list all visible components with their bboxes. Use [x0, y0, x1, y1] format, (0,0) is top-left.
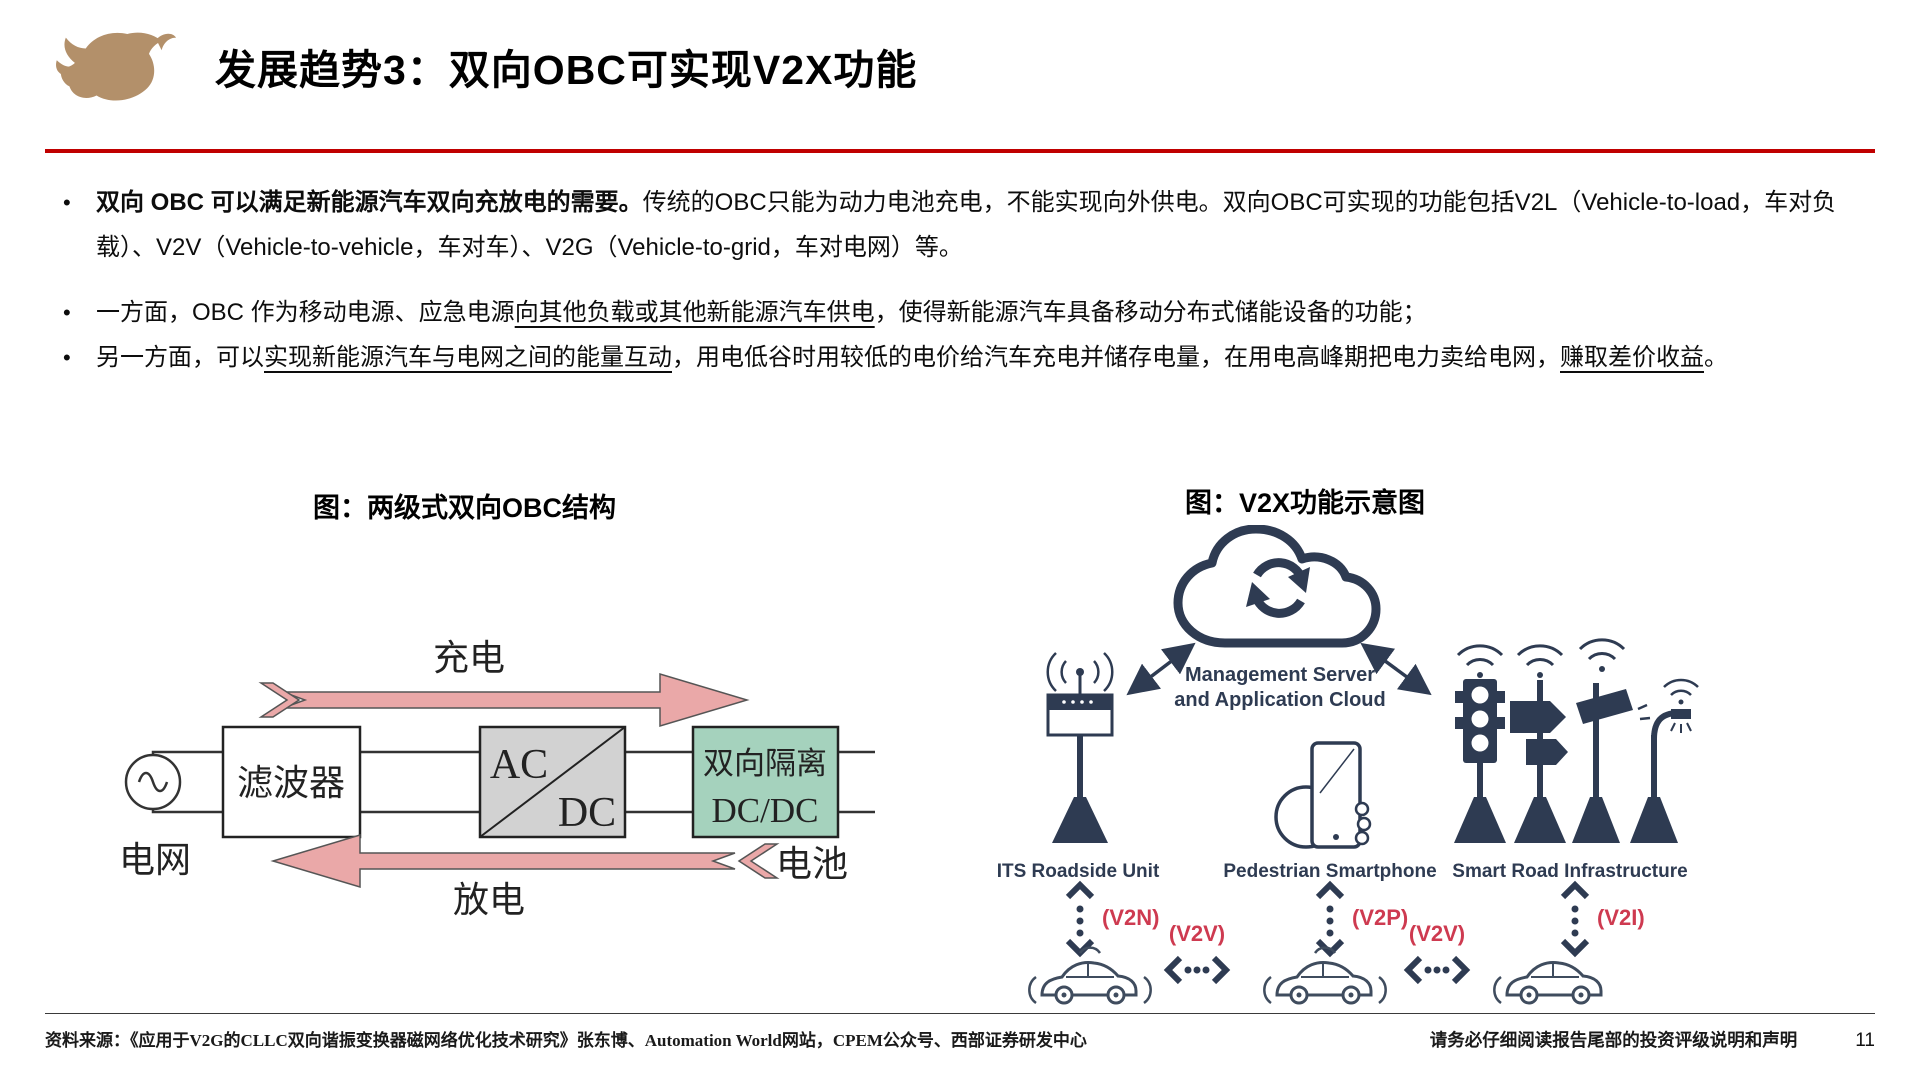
bullet-1-bold-text: 双向 OBC 可以满足新能源汽车双向充放电的需要。 [96, 189, 643, 216]
discharge-arrow [270, 833, 780, 889]
dcdc-label-line1: 双向隔离 [703, 746, 827, 781]
roadside-unit-icon [1046, 652, 1114, 843]
grid-label: 电网 [119, 840, 191, 880]
bullet-3-text-mid: ，用电低谷时用较低的电价给汽车充电并储存电量，在用电高峰期把电力卖给电网， [672, 344, 1560, 371]
filter-label: 滤波器 [237, 763, 345, 803]
v2v-label-1: (V2V) [1169, 921, 1225, 946]
v2n-label: (V2N) [1102, 905, 1159, 930]
bullet-2-underlined-text: 向其他负载或其他新能源汽车供电 [514, 299, 875, 326]
infrastructure-label: Smart Road Infrastructure [1452, 861, 1687, 882]
charge-arrow [258, 672, 750, 728]
dcdc-label-line2: DC/DC [712, 791, 819, 830]
page-title: 发展趋势3：双向OBC可实现V2X功能 [215, 47, 918, 93]
cctv-camera-icon [1572, 638, 1651, 843]
smartphone-icon [1274, 741, 1372, 849]
bullet-item: • 一方面，OBC 作为移动电源、应急电源向其他负载或其他新能源汽车供电，使得新… [60, 290, 1885, 335]
figure-caption-left: 图：两级式双向OBC结构 [313, 493, 616, 523]
footer-divider [45, 1013, 1875, 1014]
bullet-3-text: 另一方面，可以 [96, 344, 264, 371]
cloud-link-arrow-left [1126, 642, 1196, 696]
bullet-3-underlined-text-2: 赚取差价收益 [1560, 344, 1704, 371]
v2v-arrow-2 [1403, 955, 1471, 985]
v2n-arrow [1065, 880, 1095, 958]
car-icon [1028, 946, 1152, 1005]
dcdc-converter-box: 双向隔离 DC/DC [691, 725, 840, 839]
roadside-unit-label: ITS Roadside Unit [997, 861, 1160, 882]
obc-structure-figure: 充电 滤波器 AC [115, 612, 875, 957]
dc-label: DC [558, 790, 616, 836]
smartphone-label: Pedestrian Smartphone [1223, 861, 1436, 882]
ac-label: AC [490, 742, 548, 788]
bullet-marker: • [63, 345, 71, 370]
ac-source-icon [124, 753, 182, 811]
title-divider [45, 149, 1875, 153]
v2i-arrow [1560, 880, 1590, 958]
bullet-3-underlined-text: 实现新能源汽车与电网之间的能量互动 [264, 344, 672, 371]
v2v-label-2: (V2V) [1409, 921, 1465, 946]
road-sign-icon [1510, 644, 1568, 843]
logo-bull-icon [56, 32, 177, 101]
bullet-list: • 双向 OBC 可以满足新能源汽车双向充放电的需要。传统的OBC只能为动力电池… [60, 180, 1885, 380]
bullet-2-text: 一方面，OBC 作为移动电源、应急电源 [96, 299, 515, 326]
source-text: 资料来源：《应用于V2G的CLLC双向谐振变换器磁网络优化技术研究》张东博、Au… [45, 1031, 1087, 1050]
car-icon [1493, 961, 1603, 1005]
acdc-converter-box: AC DC [478, 725, 627, 839]
bullet-marker: • [63, 300, 71, 325]
battery-label: 电池 [776, 844, 848, 884]
bullet-1-text: 传统的OBC只能为动力电池充电，不能实现向外供电。双向OBC可实现的功能包括V2… [96, 189, 1837, 261]
bullet-2-text-end: ，使得新能源汽车具备移动分布式储能设备的功能； [874, 299, 1427, 326]
cloud-label-line1: Management Server [1185, 664, 1375, 686]
street-lamp-icon [1630, 678, 1699, 843]
filter-box: 滤波器 [221, 725, 362, 839]
bullet-item: • 另一方面，可以实现新能源汽车与电网之间的能量互动，用电低谷时用较低的电价给汽… [60, 335, 1885, 380]
sync-icon [1246, 558, 1310, 618]
footer: 资料来源：《应用于V2G的CLLC双向谐振变换器磁网络优化技术研究》张东博、Au… [45, 1026, 1875, 1052]
cloud-label-line2: and Application Cloud [1174, 689, 1385, 711]
v2p-arrow [1315, 880, 1345, 958]
cloud-icon [1173, 525, 1381, 648]
bullet-item: • 双向 OBC 可以满足新能源汽车双向充放电的需要。传统的OBC只能为动力电池… [60, 180, 1885, 270]
cloud-link-arrow-right [1360, 642, 1432, 696]
bullet-marker: • [63, 190, 71, 215]
discharge-label: 放电 [453, 880, 525, 920]
figure-caption-right: 图：V2X功能示意图 [1185, 488, 1426, 518]
footer-right: 请务必仔细阅读报告尾部的投资评级说明和声明 11 [1430, 1027, 1875, 1052]
car-icon [1263, 946, 1387, 1005]
bullet-3-text-end: 。 [1704, 344, 1728, 371]
v2x-figure: Management Server and Application Cloud [990, 525, 1730, 1025]
traffic-light-icon [1454, 644, 1506, 843]
v2i-label: (V2I) [1597, 905, 1645, 930]
v2v-arrow-1 [1163, 955, 1231, 985]
charge-label: 充电 [433, 638, 505, 678]
disclaimer-text: 请务必仔细阅读报告尾部的投资评级说明和声明 [1429, 1030, 1798, 1050]
page-number: 11 [1855, 1030, 1875, 1051]
v2p-label: (V2P) [1352, 905, 1408, 930]
